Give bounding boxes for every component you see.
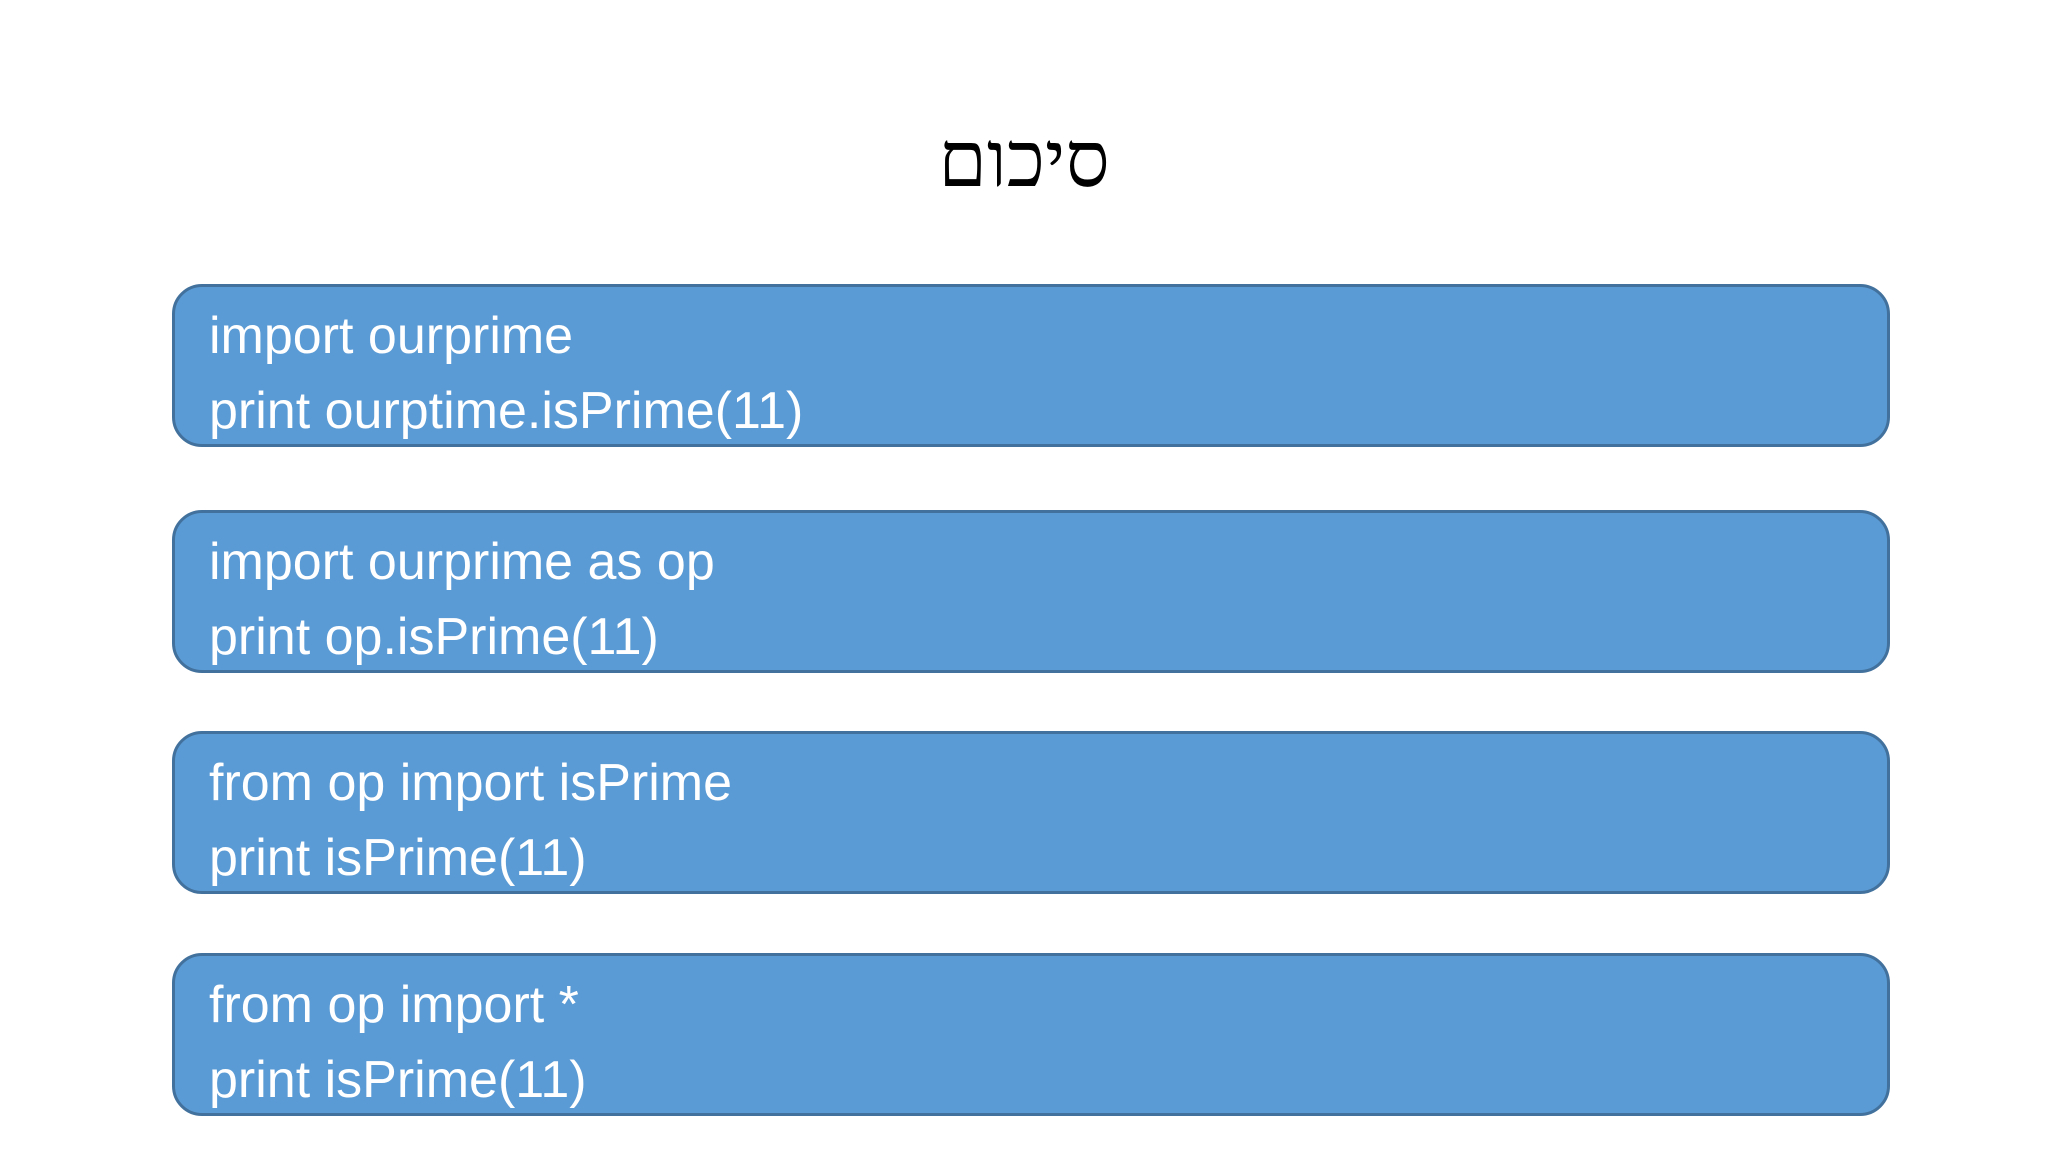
- code-line: from op import isPrime: [209, 754, 732, 812]
- code-line: import ourprime as op: [209, 533, 715, 591]
- code-box-from-import: from op import isPrime print isPrime(11): [172, 731, 1890, 894]
- code-line: print isPrime(11): [209, 829, 587, 887]
- code-box-import-as: import ourprime as op print op.isPrime(1…: [172, 510, 1890, 673]
- slide-title: סיכום: [938, 116, 1110, 203]
- code-line: import ourprime: [209, 307, 574, 365]
- code-box-import: import ourprime print ourptime.isPrime(1…: [172, 284, 1890, 447]
- code-line: from op import *: [209, 976, 579, 1034]
- code-line: print op.isPrime(11): [209, 608, 659, 666]
- code-line: print isPrime(11): [209, 1051, 587, 1109]
- code-line: print ourptime.isPrime(11): [209, 382, 804, 440]
- code-box-from-import-star: from op import * print isPrime(11): [172, 953, 1890, 1116]
